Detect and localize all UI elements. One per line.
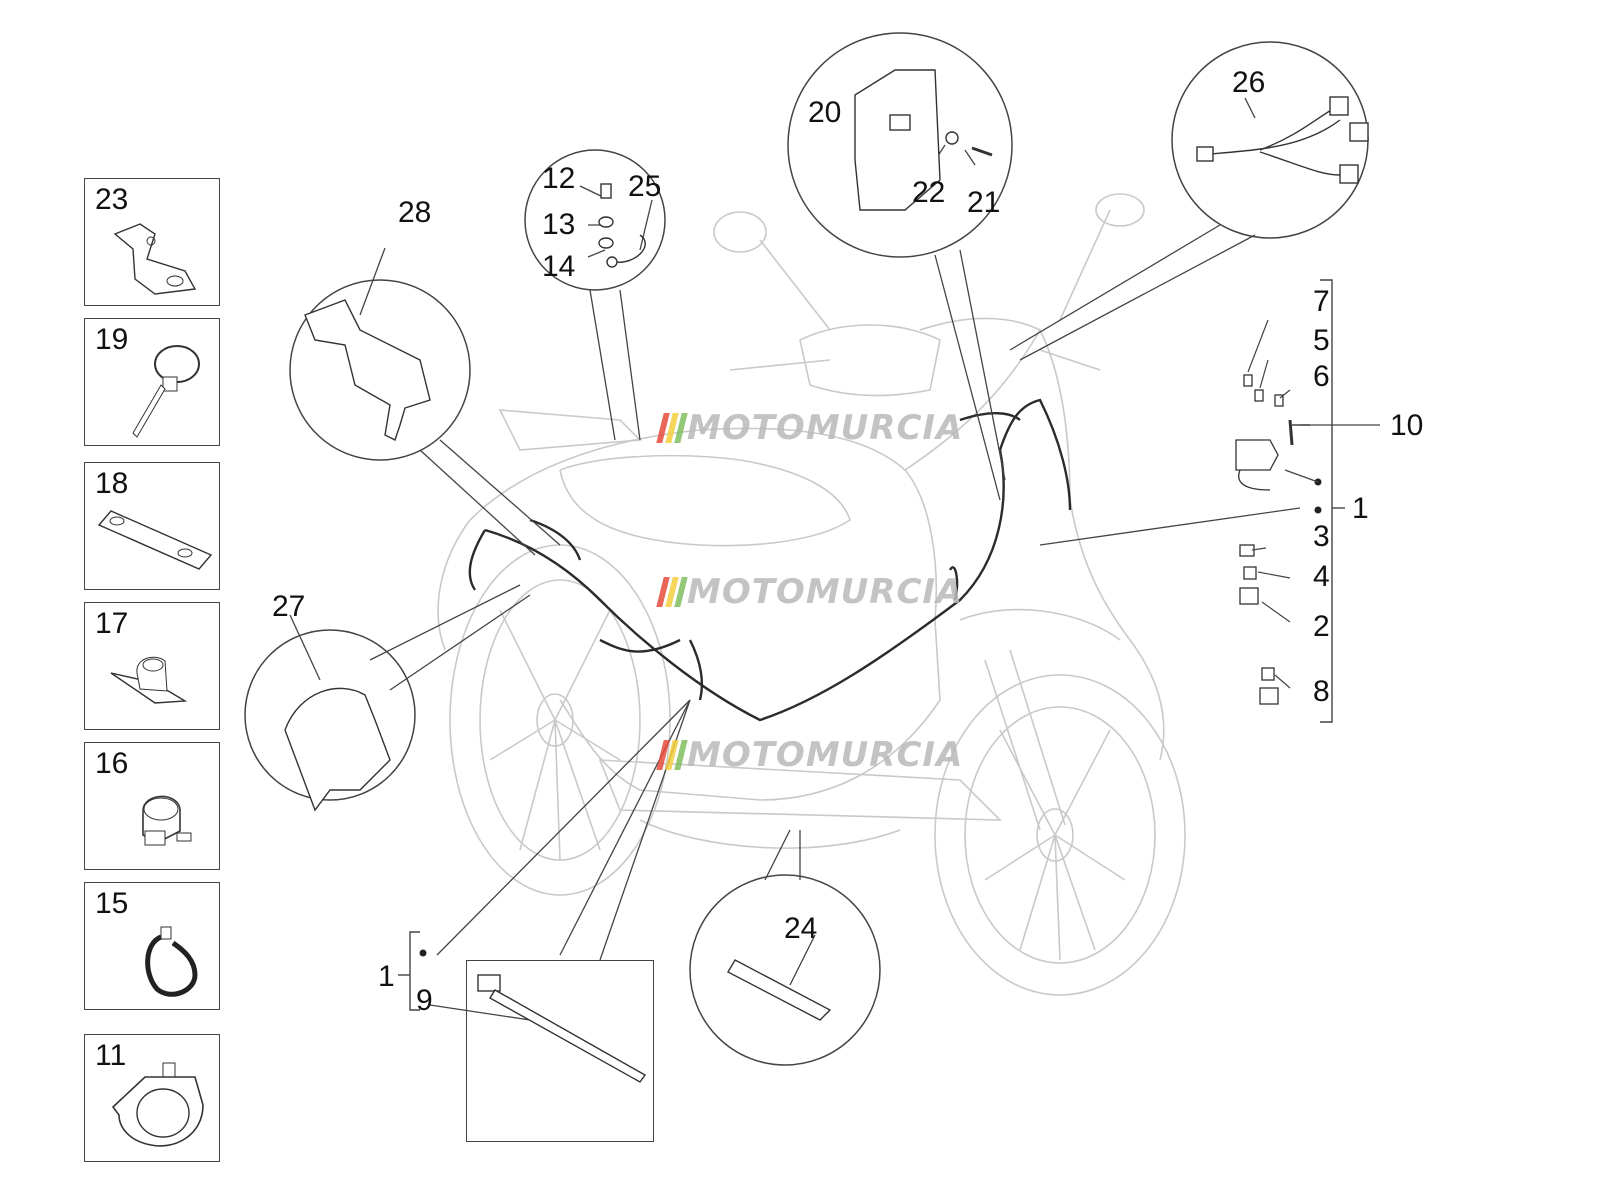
callout-21: 21 [967, 186, 1001, 219]
callout-2: 2 [1313, 610, 1330, 643]
watermark: MOTOMURCIA [656, 735, 964, 775]
speed-nut-icon [110, 656, 188, 704]
callout-7: 7 [1313, 285, 1330, 318]
scooter-outline [437, 193, 1186, 996]
callout-5: 5 [1313, 324, 1330, 357]
callout-4: 4 [1313, 560, 1330, 593]
part-box-15: 15 [84, 882, 220, 1010]
callout-27: 27 [272, 590, 306, 623]
callout-24: 24 [784, 912, 818, 945]
circle-part-art [284, 69, 1369, 1083]
hose-clamp-icon [111, 1062, 204, 1147]
part-number: 23 [95, 183, 129, 216]
part-number: 18 [95, 467, 129, 500]
part-box-11: 11 [84, 1034, 220, 1162]
detail-circle-12-14 [524, 149, 666, 291]
part-box-18: 18 [84, 462, 220, 590]
wiring-harness [468, 398, 1072, 722]
cable-tie-clamp-icon [132, 345, 200, 438]
part-number: 16 [95, 747, 129, 780]
part-box-17: 17 [84, 602, 220, 730]
callout-26: 26 [1232, 66, 1266, 99]
callout-13: 13 [542, 208, 576, 241]
right-group-parts [1235, 374, 1294, 705]
right-group-leaders [1247, 319, 1380, 689]
callout-8: 8 [1313, 675, 1330, 708]
watermark: MOTOMURCIA [656, 572, 964, 612]
watermark-text: MOTOMURCIA [687, 572, 964, 612]
part-number: 17 [95, 607, 129, 640]
callout-6: 6 [1313, 360, 1330, 393]
detail-circle-27 [244, 629, 416, 801]
right-group-dots [419, 478, 1322, 957]
callout-12: 12 [542, 162, 576, 195]
part-box-9 [466, 960, 654, 1142]
callout-1-right: 1 [1352, 492, 1369, 525]
part-number: 15 [95, 887, 129, 920]
bottom-group-bracket [398, 931, 420, 1011]
callout-28: 28 [398, 196, 432, 229]
part-box-19: 19 [84, 318, 220, 446]
flat-plate-icon [97, 510, 213, 570]
watermark: MOTOMURCIA [656, 408, 964, 448]
watermark-text: MOTOMURCIA [687, 408, 964, 448]
detail-circle-24 [689, 874, 881, 1066]
part-box-16: 16 [84, 742, 220, 870]
callout-20: 20 [808, 96, 842, 129]
part-number: 19 [95, 323, 129, 356]
callout-9: 9 [416, 984, 433, 1017]
callout-3: 3 [1313, 520, 1330, 553]
detail-circle-20-22 [787, 32, 1013, 258]
part-number: 11 [95, 1039, 127, 1072]
callout-10: 10 [1390, 409, 1424, 442]
detail-circles [244, 32, 1369, 1066]
callout-1-bottom: 1 [378, 960, 395, 993]
callout-25: 25 [628, 170, 662, 203]
detail-circle-26 [1171, 41, 1369, 239]
strap-band-icon [145, 926, 198, 997]
detail-circle-28 [289, 279, 471, 461]
callout-22: 22 [912, 176, 946, 209]
part-box-23: 23 [84, 178, 220, 306]
cable-clip-icon [142, 795, 192, 846]
watermark-text: MOTOMURCIA [687, 735, 964, 775]
callout-14: 14 [542, 250, 576, 283]
bracket-icon [113, 223, 197, 295]
